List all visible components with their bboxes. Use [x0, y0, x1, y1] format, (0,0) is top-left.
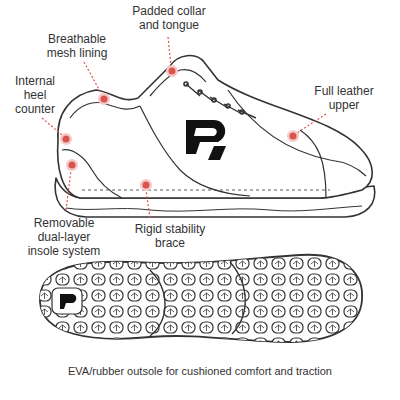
callout-label: Rigid stability brace	[124, 222, 216, 250]
outsole-bottom-view	[0, 240, 400, 360]
callout-markers	[60, 65, 299, 191]
shoe-side-view	[55, 56, 375, 217]
callout-label: Internal heel counter	[8, 74, 62, 116]
leader-lines	[42, 37, 326, 218]
callout-label: Breathable mesh lining	[46, 32, 108, 60]
callout-label: Full leather upper	[303, 84, 385, 112]
brand-logo	[186, 120, 226, 160]
callout-label: Padded collar and tongue	[128, 4, 210, 32]
callout-label: Removable dual-layer insole system	[22, 216, 106, 258]
outsole-label: EVA/rubber outsole for cushioned comfort…	[4, 364, 396, 378]
